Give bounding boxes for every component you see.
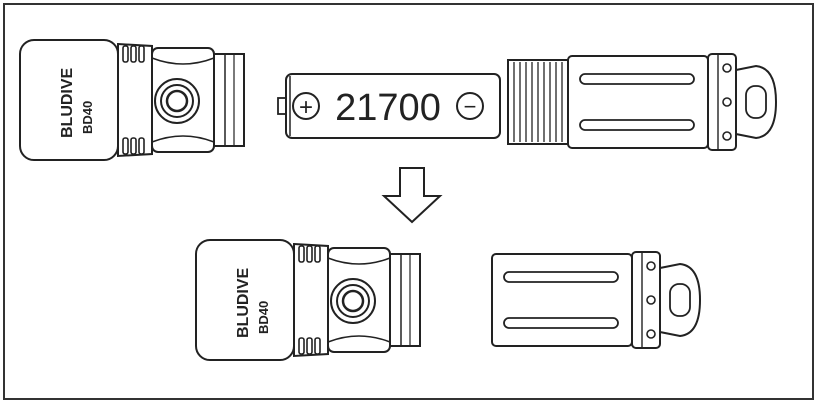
head-model-text: BD40 xyxy=(80,101,95,134)
battery-label: 21700 xyxy=(335,87,441,129)
assembled-brand-text: BLUDIVE xyxy=(235,267,252,338)
positive-symbol: + xyxy=(299,94,313,121)
assembled-flashlight: BLUDIVE BD40 xyxy=(195,239,702,361)
battery-21700: + 21700 − xyxy=(277,73,501,139)
negative-terminal-icon xyxy=(456,92,484,120)
flashlight-head: BLUDIVE BD40 xyxy=(19,39,245,161)
assembled-model-text: BD40 xyxy=(256,301,271,334)
flashlight-tube xyxy=(507,53,777,151)
head-brand-text: BLUDIVE xyxy=(59,67,76,138)
assembly-arrow-icon xyxy=(381,167,443,224)
negative-symbol: − xyxy=(464,94,477,119)
positive-terminal-icon xyxy=(292,92,320,120)
